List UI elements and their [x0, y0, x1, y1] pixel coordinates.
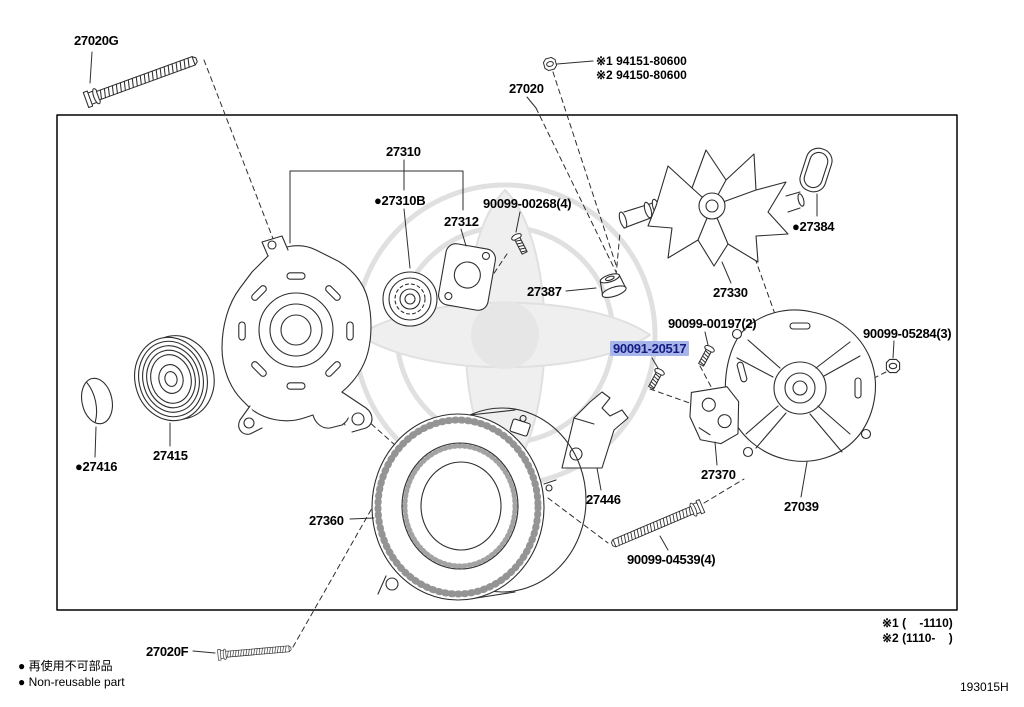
diagram-code: 193015H — [960, 680, 1009, 694]
stator-drawing — [371, 407, 587, 601]
part-label-27039[interactable]: 27039 — [784, 499, 819, 514]
note-range-1: ※1 ( -1110) — [882, 616, 953, 630]
part-label-27446[interactable]: 27446 — [586, 492, 621, 507]
part-label-27020[interactable]: 27020 — [509, 81, 544, 96]
stay-bracket-drawing — [561, 391, 629, 469]
nut-90099-05284-drawing — [885, 358, 901, 374]
part-label-27330[interactable]: 27330 — [713, 285, 748, 300]
seal-ring-drawing — [799, 147, 833, 193]
legend-non-reusable-en: ● Non-reusable part — [18, 675, 125, 689]
part-label-27310[interactable]: 27310 — [386, 144, 421, 159]
note-94151-80600: ※1 94151-80600 — [596, 54, 687, 68]
front-bracket-drawing — [221, 235, 373, 435]
part-label-90099-00268[interactable]: 90099-00268(4) — [483, 196, 572, 211]
note-94150-80600: ※2 94150-80600 — [596, 68, 687, 82]
part-label-27384[interactable]: ●27384 — [792, 219, 835, 234]
pulley-cap-drawing — [81, 377, 113, 425]
pulley-drawing — [134, 335, 215, 422]
part-label-90099-04539[interactable]: 90099-04539(4) — [627, 552, 716, 567]
screw-90099-00197-drawing — [695, 343, 716, 368]
rotor-drawing — [618, 149, 805, 267]
part-label-90099-00197[interactable]: 90099-00197(2) — [668, 316, 757, 331]
rear-cover-drawing — [724, 309, 876, 462]
part-label-27416[interactable]: ●27416 — [75, 459, 118, 474]
part-label-90091-20517-highlighted[interactable]: 90091-20517 — [610, 341, 690, 356]
retainer-plate-drawing — [438, 243, 496, 311]
part-label-27020F[interactable]: 27020F — [146, 644, 189, 659]
part-label-90099-05284[interactable]: 90099-05284(3) — [863, 326, 952, 341]
leader-lines — [89, 51, 895, 654]
part-label-27360[interactable]: 27360 — [309, 513, 344, 528]
part-label-27020G[interactable]: 27020G — [74, 33, 119, 48]
bolt-27020g-drawing — [82, 51, 200, 109]
part-label-27370[interactable]: 27370 — [701, 467, 736, 482]
bearing-drawing — [382, 271, 438, 327]
insulator-drawing — [599, 273, 627, 298]
bolt-90099-04539-drawing — [608, 499, 706, 552]
regulator-drawing — [689, 386, 740, 445]
bolt-27020f-drawing — [217, 643, 292, 661]
part-label-27415[interactable]: 27415 — [153, 448, 188, 463]
part-label-27310B[interactable]: ●27310B — [374, 193, 426, 208]
diagram-frame — [56, 114, 958, 611]
part-label-27312[interactable]: 27312 — [444, 214, 479, 229]
legend-non-reusable-jp: ● 再使用不可部品 — [18, 659, 113, 673]
nut-94151-drawing — [542, 56, 558, 72]
part-label-27387[interactable]: 27387 — [527, 284, 562, 299]
note-range-2: ※2 (1110- ) — [882, 631, 953, 645]
